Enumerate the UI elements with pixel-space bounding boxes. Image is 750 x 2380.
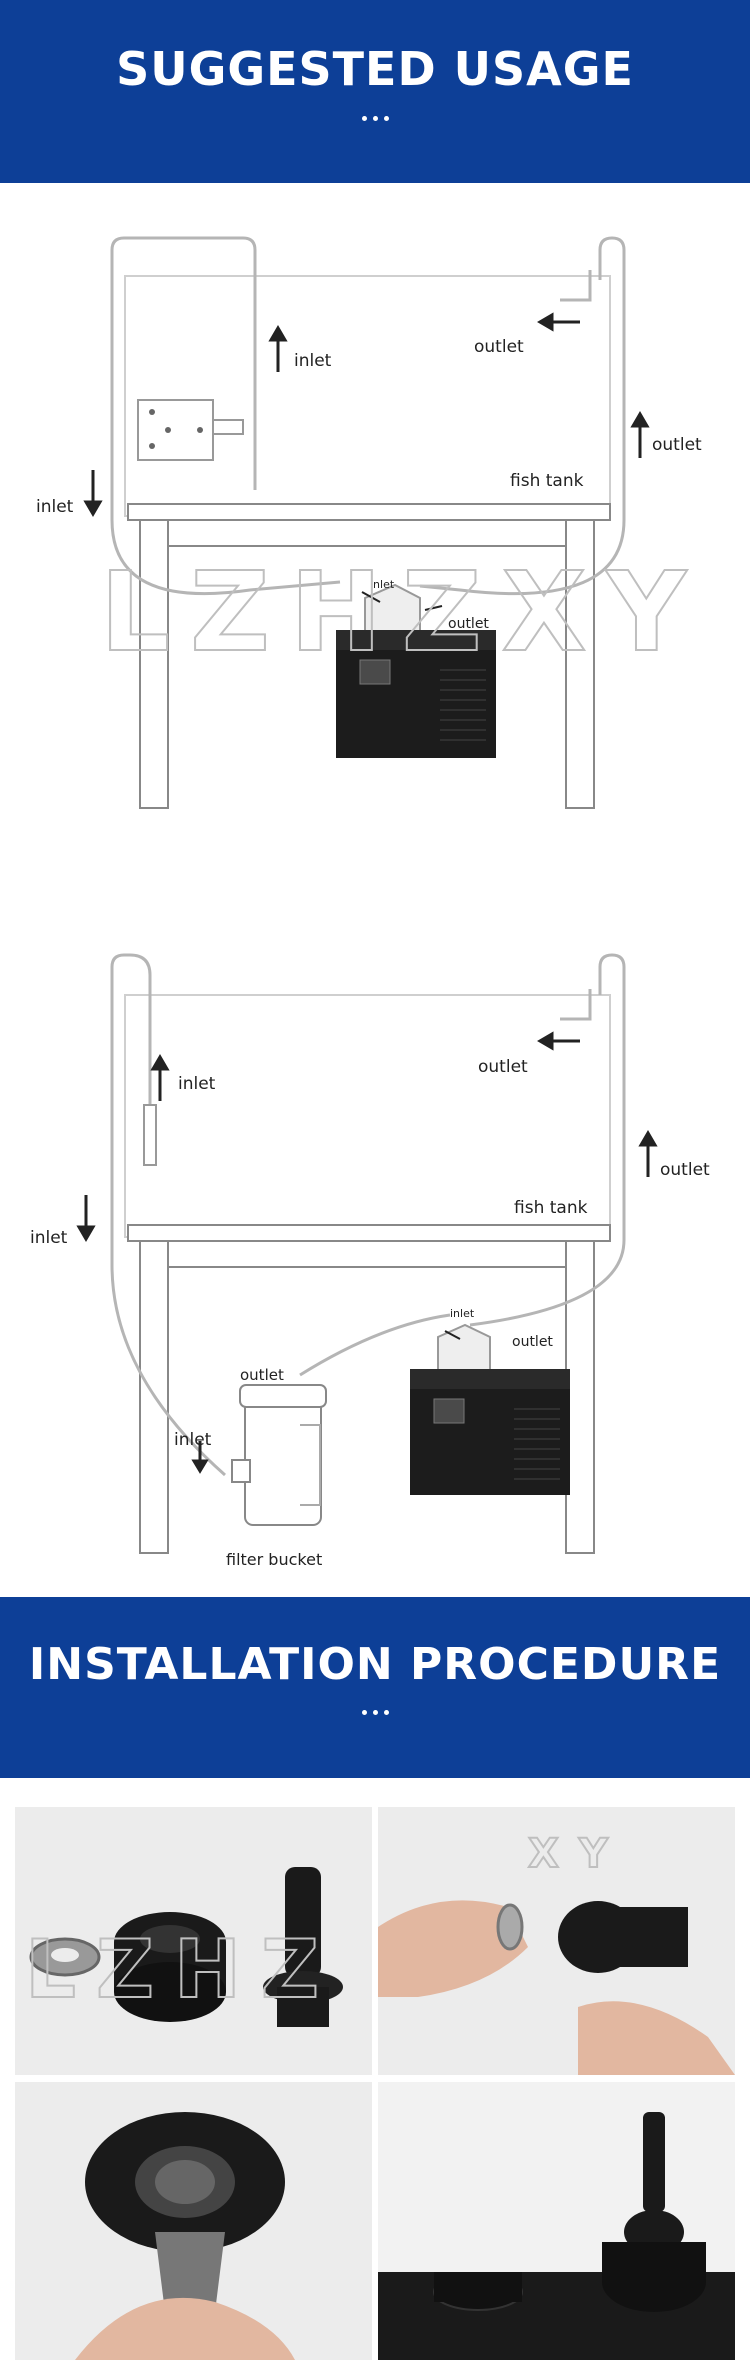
nut-in-hand-icon — [75, 2112, 295, 2360]
install-dots — [0, 1710, 750, 1715]
pipes-2 — [110, 953, 626, 1477]
arrows-2 — [76, 1031, 658, 1474]
diagram-tank-filter-chiller: inlet outlet outlet fish tank inlet inle… — [30, 953, 710, 1569]
label-fish-tank-1: fish tank — [510, 471, 584, 491]
usage-banner: SUGGESTED USAGE — [0, 0, 750, 183]
install-banner: INSTALLATION PROCEDURE — [0, 1597, 750, 1778]
label-fish-tank-2: fish tank — [514, 1198, 588, 1218]
photo-fittings-parts: LZHZ — [15, 1807, 372, 2075]
label-filter-inlet: inlet — [174, 1430, 212, 1450]
label-filter-outlet: outlet — [240, 1366, 284, 1384]
label-inlet-left-2: inlet — [30, 1228, 68, 1248]
label-inlet-pipe-2: inlet — [178, 1074, 216, 1094]
svg-text:XY: XY — [528, 1831, 628, 1877]
photo-assembled-fittings — [378, 2082, 735, 2360]
filter-bucket — [231, 1384, 327, 1526]
install-title: INSTALLATION PROCEDURE — [28, 1639, 722, 1690]
label-outlet-right-1: outlet — [652, 435, 702, 455]
label-chiller-outlet-2: outlet — [512, 1334, 553, 1350]
label-outlet-pipe-1: outlet — [474, 337, 524, 357]
assembled-fittings-icon — [378, 2112, 735, 2360]
stand-1 — [127, 503, 611, 809]
photo-nut-in-hand — [15, 2082, 372, 2360]
diagram-tank-chiller: inlet outlet outlet fish tank inlet inle… — [36, 236, 706, 809]
chiller-2 — [410, 1323, 570, 1495]
photo-washer-in-hand: XY — [378, 1807, 735, 2075]
svg-text:LZHZ: LZHZ — [25, 1923, 339, 2016]
usage-dots — [0, 116, 750, 121]
watermark-1: LZHZXY — [100, 548, 706, 676]
label-chiller-inlet-2: inlet — [450, 1307, 475, 1320]
label-chiller-inlet-1: inlet — [370, 578, 395, 591]
usage-title: SUGGESTED USAGE — [116, 42, 634, 96]
washer-in-hand-icon: XY — [378, 1830, 735, 2075]
label-chiller-outlet-1: outlet — [448, 616, 489, 632]
label-filter-bucket: filter bucket — [226, 1550, 322, 1569]
chiller-1 — [336, 583, 496, 758]
label-outlet-right-2: outlet — [660, 1160, 710, 1180]
strainer-2 — [143, 1104, 157, 1166]
fittings-parts-icon: LZHZ — [24, 1867, 343, 2027]
label-outlet-pipe-2: outlet — [478, 1057, 528, 1077]
label-inlet-left-1: inlet — [36, 497, 74, 517]
label-inlet-pipe-1: inlet — [294, 351, 332, 371]
pipes-1 — [110, 236, 626, 596]
arrows-1 — [83, 312, 650, 611]
pump-1 — [137, 399, 244, 461]
